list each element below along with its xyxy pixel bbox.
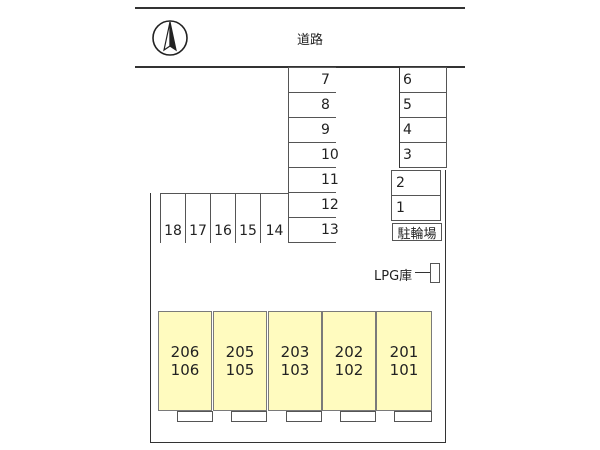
apartment-unit: 205 105 [213,311,267,411]
parking-stall: 8 [288,92,336,118]
unit-upper-number: 202 [334,343,364,361]
unit-lower-number: 106 [170,361,200,379]
parking-bottom-row: 18 17 16 15 14 [160,193,289,243]
boundary-left [150,193,151,443]
parking-stall: 5 [399,92,447,118]
unit-lower-number: 101 [389,361,419,379]
parking-stall: 6 [399,67,447,93]
parking-stall: 10 [288,142,339,168]
parking-stall: 4 [399,117,447,143]
apartment-unit: 202 102 [322,311,376,411]
entrance-step [394,411,432,422]
unit-upper-number: 203 [280,343,310,361]
parking-stall: 16 [210,193,236,243]
right-column-edge [399,67,400,168]
lpg-storage-box [430,263,440,283]
entrance-step [340,411,376,422]
parking-stall: 14 [260,193,289,243]
parking-right-column: 6 5 4 3 [399,67,447,168]
road-label: 道路 [297,33,324,48]
parking-left-column: 7 8 9 10 11 12 13 [288,67,339,243]
parking-stall: 18 [160,193,186,243]
entrance-step [177,411,213,422]
entrance-step [286,411,322,422]
parking-stall: 12 [288,192,339,218]
apartment-unit: 206 106 [158,311,212,411]
unit-lower-number: 103 [280,361,310,379]
parking-stall: 3 [399,142,447,168]
entrance-step [231,411,267,422]
boundary-bottom [150,442,446,443]
unit-upper-number: 201 [389,343,419,361]
unit-lower-number: 102 [334,361,364,379]
apartment-unit: 203 103 [268,311,322,411]
parking-stall: 11 [288,167,339,193]
parking-small-block: 2 1 [391,170,441,221]
lpg-storage-label: LPG庫 [374,269,413,284]
boundary-right [445,170,446,443]
parking-stall: 2 [391,170,441,196]
parking-stall: 15 [235,193,261,243]
north-arrow-icon [150,18,190,58]
apartment-unit: 201 101 [376,311,432,411]
unit-upper-number: 205 [225,343,255,361]
parking-stall: 7 [288,67,336,93]
parking-stall: 17 [185,193,211,243]
parking-stall: 9 [288,117,336,143]
bike-parking-label: 駐輪場 [392,223,442,242]
unit-lower-number: 105 [225,361,255,379]
lpg-connector-line [415,272,430,273]
road-top-line [135,7,465,9]
unit-upper-number: 206 [170,343,200,361]
parking-stall: 13 [288,217,339,243]
parking-stall: 1 [391,195,441,221]
